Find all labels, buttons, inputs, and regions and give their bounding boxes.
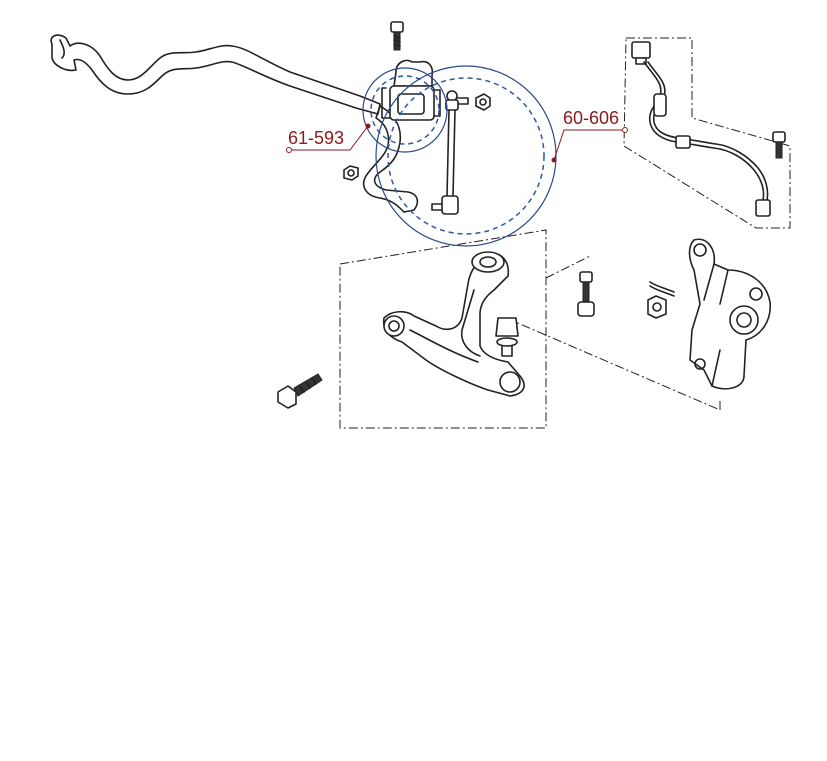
long-bolt xyxy=(277,373,323,409)
bracket-bolt xyxy=(390,21,404,51)
cotter-pin xyxy=(649,281,675,297)
link-nut-top xyxy=(475,93,491,111)
abs-sensor-group xyxy=(623,37,791,229)
stabilizer-bushing xyxy=(381,59,441,121)
lower-control-arm-group xyxy=(339,229,721,429)
callout-60-606[interactable]: 60-606 xyxy=(551,108,628,163)
ball-joint-boot xyxy=(495,317,519,357)
stabilizer-link xyxy=(431,90,469,215)
abs-sensor-bolt xyxy=(772,131,786,159)
castle-nut xyxy=(647,295,667,319)
highlight-circles xyxy=(362,65,557,247)
lower-arm-bolt xyxy=(577,271,595,317)
link-nut-lower xyxy=(343,165,359,181)
steering-knuckle xyxy=(688,238,771,390)
stabilizer-bar xyxy=(50,34,419,213)
callout-label-61-593[interactable]: 61-593 xyxy=(288,128,344,148)
callout-label-60-606[interactable]: 60-606 xyxy=(563,108,619,128)
callout-61-593[interactable]: 61-593 xyxy=(286,123,371,153)
